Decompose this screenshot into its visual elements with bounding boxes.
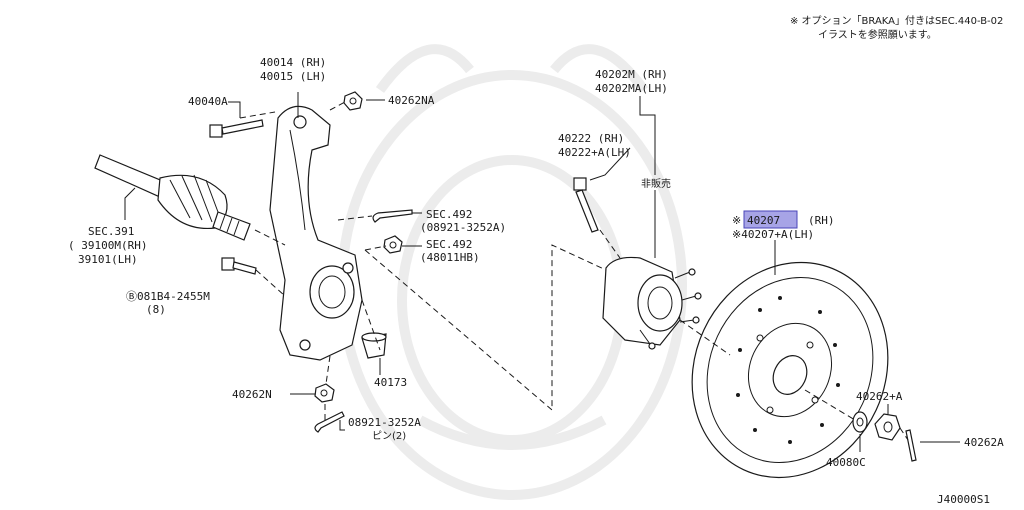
- rotor-holes: [736, 296, 840, 444]
- label-bolt-qty: (8): [146, 303, 166, 316]
- label-40262n[interactable]: 40262N: [232, 388, 272, 401]
- nut-40262n: [314, 383, 335, 403]
- pin-40262a: [905, 429, 917, 462]
- label-pin-qty: ピン(2): [372, 430, 406, 442]
- nut-48011hb: [383, 235, 403, 254]
- hub-assembly: [602, 256, 702, 350]
- label-rotor-mark: ※: [732, 214, 741, 227]
- label-not-sold: 非販売: [641, 177, 671, 190]
- note-line-1: ※ オプション「BRAKA」付きはSEC.440-B-02: [790, 14, 1003, 27]
- steering-knuckle: [269, 105, 363, 361]
- label-48011hb[interactable]: (48011HB): [420, 251, 480, 264]
- label-40202ma-lh[interactable]: 40202MA(LH): [595, 82, 668, 95]
- diagram-code: J40000S1: [937, 493, 990, 506]
- label-sec-492-pin[interactable]: SEC.492: [426, 208, 472, 221]
- drive-shaft: [94, 154, 251, 241]
- label-40207-a-lh[interactable]: ※40207+A(LH): [732, 228, 814, 241]
- note-line-2: イラストを参照願います。: [818, 28, 937, 41]
- label-40040a[interactable]: 40040A: [188, 95, 228, 108]
- label-sec-492-nut[interactable]: SEC.492: [426, 238, 472, 251]
- label-40173[interactable]: 40173: [374, 376, 407, 389]
- label-39101-lh[interactable]: 39101(LH): [78, 253, 138, 266]
- nut-40262na: [343, 91, 363, 111]
- label-40202m-rh[interactable]: 40202M (RH): [595, 68, 668, 81]
- bolt-40040a: [209, 119, 264, 138]
- bushing-40173: [361, 332, 387, 359]
- label-40262a[interactable]: 40262A: [964, 436, 1004, 449]
- washer-40080c: [852, 411, 868, 433]
- cotter-pin-lower: [314, 411, 345, 433]
- brake-rotor: [691, 261, 889, 479]
- label-08921-3252a-lower[interactable]: 08921-3252A: [348, 416, 421, 429]
- part-highlight: [743, 210, 798, 229]
- label-081b4-2455m[interactable]: Ⓑ081B4-2455M: [126, 290, 210, 303]
- label-40080c[interactable]: 40080C: [826, 456, 866, 469]
- label-08921-3252a-upper[interactable]: (08921-3252A): [420, 221, 506, 234]
- label-sec-391[interactable]: SEC.391: [88, 225, 134, 238]
- label-40207-rh[interactable]: 40207: [747, 214, 780, 227]
- label-40015-lh[interactable]: 40015 (LH): [260, 70, 326, 83]
- nut-40262-a-plus: [874, 413, 901, 441]
- label-40262-a-plus[interactable]: 40262+A: [856, 390, 903, 403]
- cotter-pin-upper: [372, 209, 413, 223]
- bolt-081b4-2455m: [221, 257, 257, 275]
- label-40222-rh[interactable]: 40222 (RH): [558, 132, 624, 145]
- label-40262na[interactable]: 40262NA: [388, 94, 435, 107]
- label-40014-rh[interactable]: 40014 (RH): [260, 56, 326, 69]
- label-40222-a-lh[interactable]: 40222+A(LH): [558, 146, 631, 159]
- hub-bolt-40222: [573, 177, 599, 233]
- label-rotor-rh-side: (RH): [808, 214, 835, 227]
- label-39100m-rh[interactable]: ( 39100M(RH): [68, 239, 147, 252]
